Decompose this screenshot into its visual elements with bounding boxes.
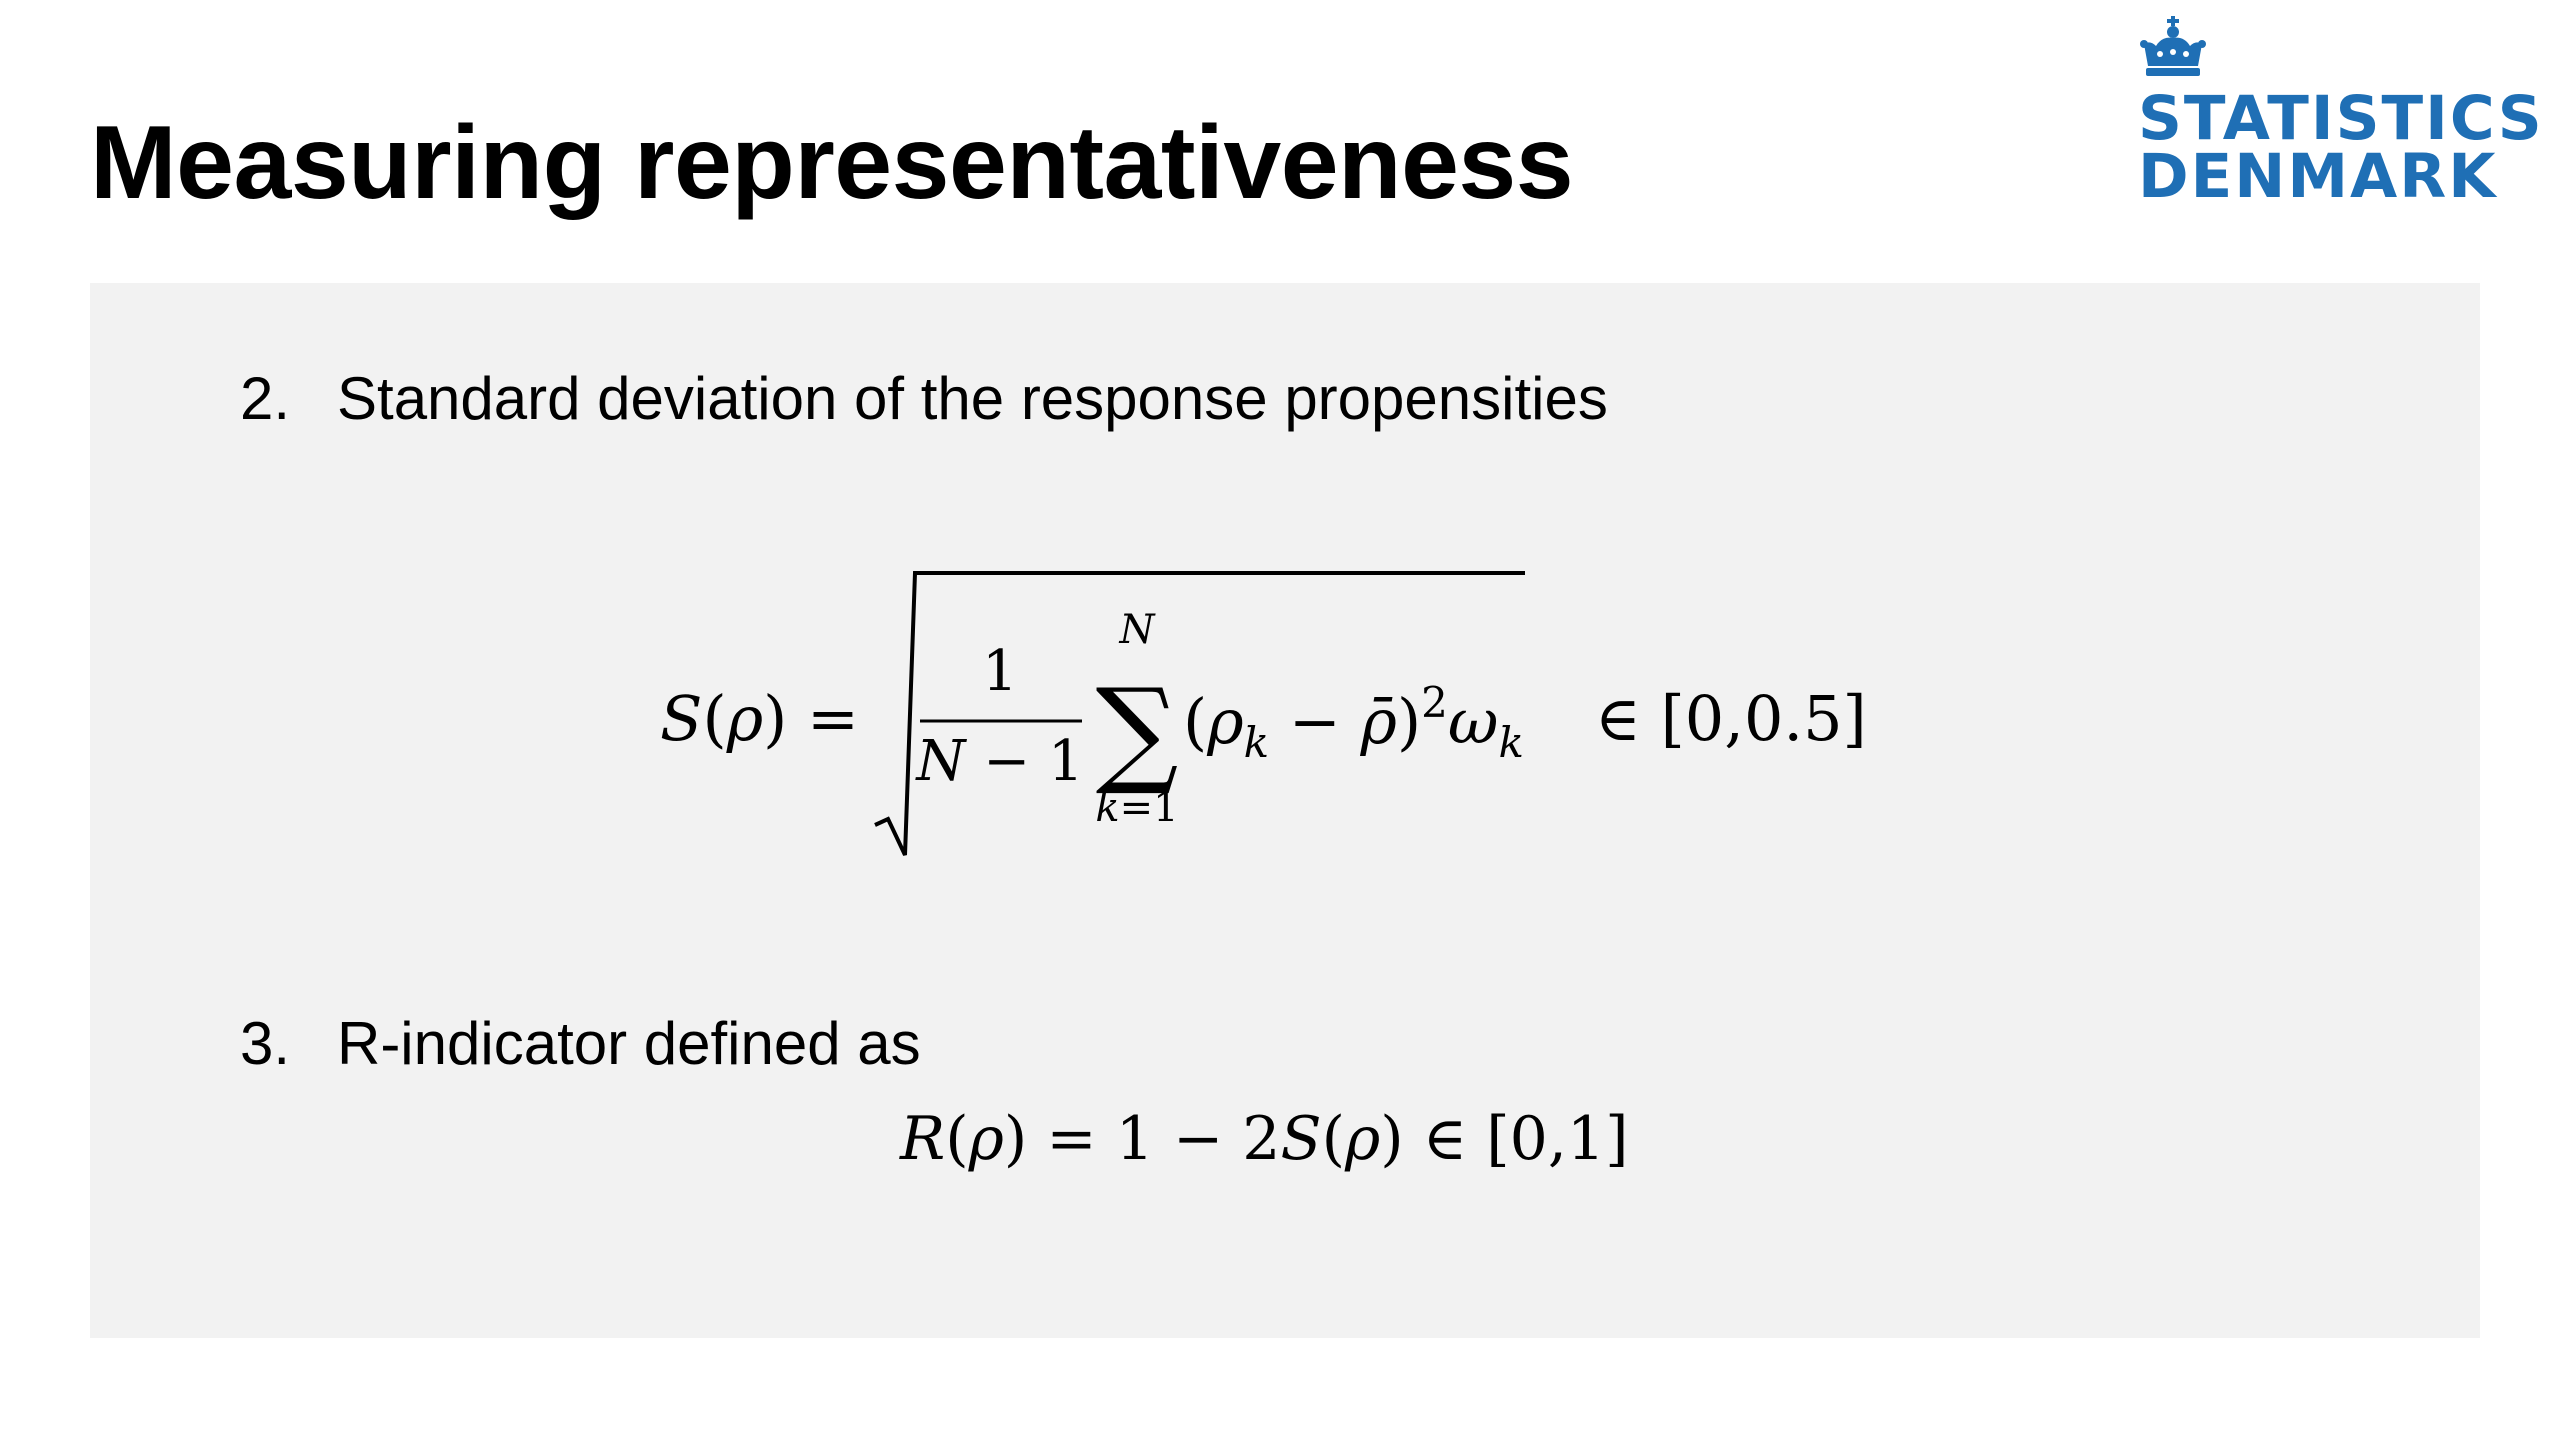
- list-item-number: 3.: [240, 1010, 291, 1077]
- summation-symbol: ∑: [1096, 664, 1179, 799]
- sum-upper-limit: N: [1119, 607, 1157, 653]
- content-panel: 2. Standard deviation of the response pr…: [90, 283, 2480, 1338]
- standard-deviation-formula: S(ρ) = 1 N − 1 N ∑ k=1 (ρk − ρ̄)2ωk ∈ [0…: [660, 571, 1867, 856]
- list-item-standard-deviation: 2. Standard deviation of the response pr…: [240, 363, 1840, 435]
- r-indicator-formula: R(ρ) = 1 − 2S(ρ) ∈ [0,1]: [900, 1104, 1629, 1174]
- list-item-text: R-indicator defined as: [337, 1010, 921, 1077]
- statistics-denmark-logo: STATISTICS DENMARK: [2138, 16, 2542, 216]
- fraction-numerator: 1: [982, 639, 1018, 704]
- formula-lhs: S(ρ) =: [660, 682, 859, 755]
- logo-text-denmark: DENMARK: [2138, 141, 2498, 212]
- formula-range: ∈ [0,0.5]: [1595, 682, 1867, 755]
- fraction-denominator: N − 1: [914, 729, 1083, 794]
- square-root-sign: [874, 571, 1525, 856]
- summand: (ρk − ρ̄)2ωk: [1183, 678, 1524, 767]
- crown-icon: [2140, 16, 2206, 76]
- list-item-number: 2.: [240, 365, 291, 432]
- list-item-text: Standard deviation of the response prope…: [337, 365, 1608, 432]
- slide-title: Measuring representativeness: [90, 105, 1574, 221]
- list-item-r-indicator: 3. R-indicator defined as: [240, 1008, 1840, 1080]
- logo-text-statistics: STATISTICS: [2138, 83, 2544, 154]
- sum-lower-limit: k=1: [1095, 785, 1178, 831]
